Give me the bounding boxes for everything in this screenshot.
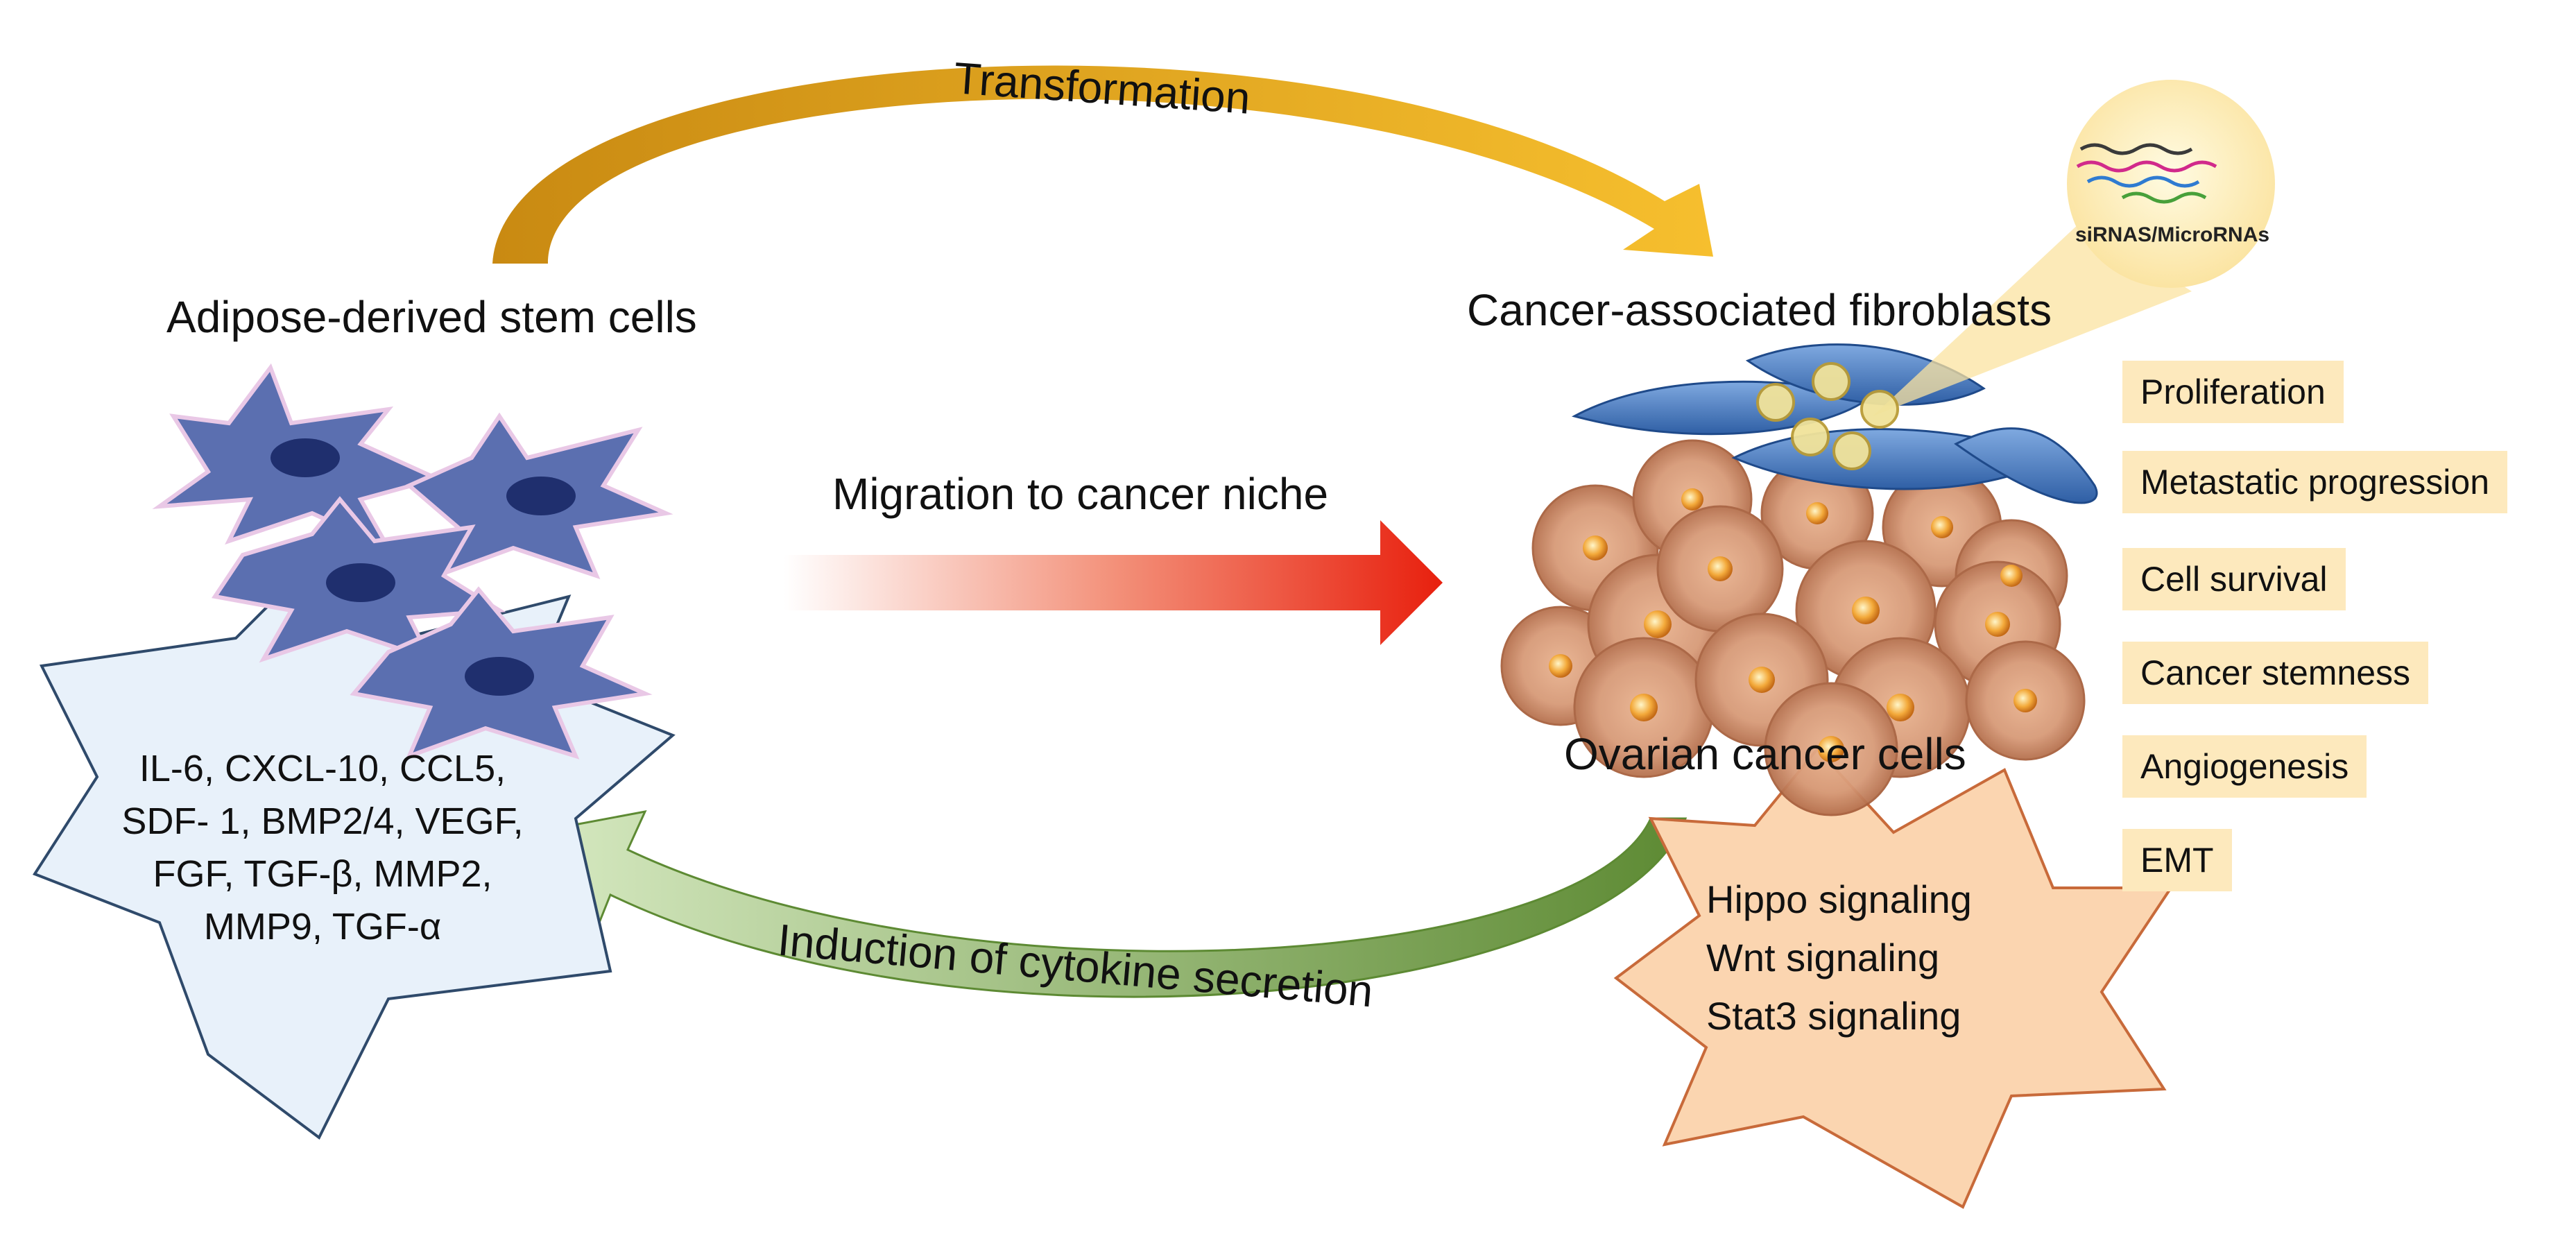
mirna-label: siRNAS/MicroRNAs bbox=[2075, 223, 2270, 246]
migration-label: Migration to cancer niche bbox=[832, 469, 1329, 519]
effect-cancer-stemness: Cancer stemness bbox=[2122, 642, 2429, 704]
cytokine-line: IL-6, CXCL-10, CCL5, bbox=[139, 748, 506, 789]
signaling-item: Stat3 signaling bbox=[1706, 994, 1961, 1038]
effect-metastatic-progression: Metastatic progression bbox=[2122, 451, 2508, 513]
mirna-bubble bbox=[2067, 80, 2275, 288]
ovarian-cancer-cells bbox=[1500, 439, 2086, 816]
mirna-callout bbox=[1873, 222, 2192, 416]
cytokine-line: SDF- 1, BMP2/4, VEGF, bbox=[121, 800, 524, 842]
caf-label: Cancer-associated fibroblasts bbox=[1467, 285, 2052, 335]
transformation-arrow bbox=[492, 65, 1713, 264]
effect-angiogenesis: Angiogenesis bbox=[2122, 735, 2367, 798]
effect-cell-survival: Cell survival bbox=[2122, 548, 2346, 610]
migration-arrow bbox=[784, 520, 1443, 645]
cytokine-line: MMP9, TGF-α bbox=[203, 906, 442, 948]
signaling-list: Hippo signaling Wnt signaling Stat3 sign… bbox=[1706, 871, 1972, 1045]
effect-proliferation: Proliferation bbox=[2122, 361, 2344, 423]
cytokine-line: FGF, TGF-β, MMP2, bbox=[153, 853, 492, 895]
adipose-label: Adipose-derived stem cells bbox=[166, 292, 697, 342]
signaling-item: Hippo signaling bbox=[1706, 877, 1972, 921]
cytokine-list: IL-6, CXCL-10, CCL5, SDF- 1, BMP2/4, VEG… bbox=[87, 742, 558, 953]
rna-strands bbox=[2076, 143, 2217, 204]
ovarian-label: Ovarian cancer cells bbox=[1564, 729, 1966, 779]
effect-emt: EMT bbox=[2122, 829, 2232, 891]
mirna-vesicles bbox=[1756, 362, 1899, 470]
signaling-item: Wnt signaling bbox=[1706, 936, 1940, 979]
stem-cell-nuclei bbox=[271, 438, 576, 696]
